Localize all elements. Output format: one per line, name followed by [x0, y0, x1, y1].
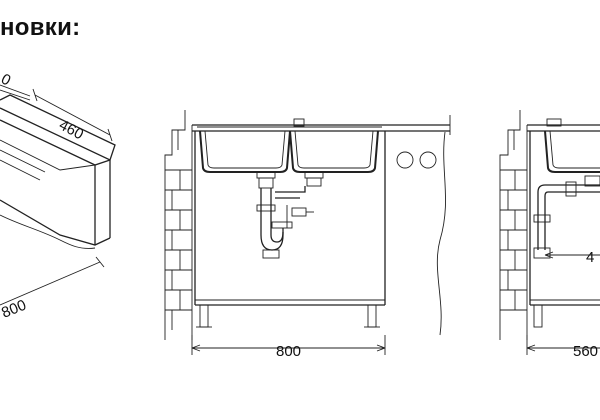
outlet-icon [419, 151, 437, 169]
siphon-assembly [256, 171, 324, 259]
brick-wall-left [164, 110, 193, 340]
side-view: 4 560 [499, 110, 600, 360]
dim-width-800: 800 [276, 343, 301, 360]
dim-depth-side: 4 [586, 249, 594, 266]
dim-width-560: 560 [573, 343, 598, 360]
dim-width-800-left: 800 [0, 297, 29, 322]
outlet-icon [396, 151, 414, 169]
front-view: 800 [164, 110, 451, 360]
isometric-cabinet-view: 460 0 800 [0, 71, 116, 322]
dim-partial-top: 0 [0, 71, 13, 90]
dim-depth-460: 460 [56, 117, 86, 144]
section-title: новки: [0, 14, 81, 41]
double-sink-bowls [197, 118, 382, 173]
